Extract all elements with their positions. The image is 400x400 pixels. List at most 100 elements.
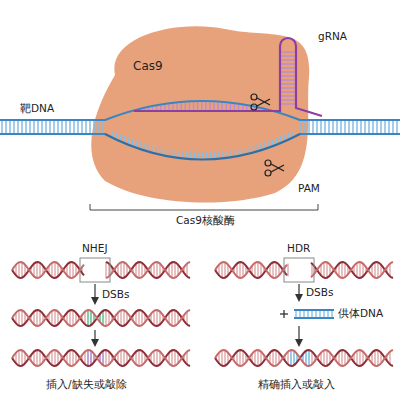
helix-rung [114,269,116,272]
helix-rung [42,354,44,362]
base-pair [61,120,63,134]
helix-rung [30,267,32,273]
helix-rung [54,310,56,326]
helix-rung [347,266,349,274]
helix-rung [236,264,238,277]
helix-rung [341,350,343,366]
helix-rung [156,262,158,278]
helix-rung [215,357,217,360]
helix-rung [27,269,29,272]
helix-rung [227,353,229,364]
helix-rung [81,355,83,361]
base-pair [340,120,342,134]
step-arrow [298,326,299,345]
helix-rung [368,357,370,360]
helix-rung [230,269,232,272]
helix-strand [215,262,393,278]
helix-rung [78,269,80,272]
complex-label: Cas9核酸酶 [176,214,235,227]
helix-rung [227,265,229,276]
helix-rung [21,262,23,277]
helix-rung [239,262,241,278]
helix-rung [156,350,158,366]
helix-rung [380,353,382,364]
helix-rung [168,313,170,324]
helix-rung [87,350,89,366]
helix-rung [275,262,277,277]
helix-strand [12,262,190,278]
helix-rung [153,263,155,277]
helix-rung [126,265,128,276]
helix-rung [284,267,286,273]
helix-rung [156,310,158,326]
helix-rung [168,265,170,276]
helix-rung [236,352,238,365]
helix-rung [123,262,125,277]
helix-rung [174,262,176,277]
helix-rung [141,263,143,277]
base-pair [65,120,67,134]
helix-rung [135,264,137,277]
helix-rung [141,351,143,365]
helix-rung [18,310,20,325]
base-pair [25,120,27,134]
base-pair [372,120,374,134]
base-pair [37,120,39,134]
helix-rung [69,310,71,325]
helix-rung [105,310,107,326]
helix-strand [215,350,393,366]
dna-strand [299,133,400,135]
helix-rung [63,317,65,320]
base-pair [29,120,31,134]
helix-rung [165,269,167,272]
helix-rung [263,355,265,361]
helix-rung [105,350,107,366]
base-pair [327,310,329,318]
base-pair [45,120,47,134]
base-pair [299,310,301,318]
helix-rung [51,263,53,277]
helix-rung [138,310,140,326]
break-box [80,258,110,282]
helix-rung [269,353,271,364]
base-pair [49,120,51,134]
helix-rung [287,264,289,277]
protein-name: Cas9 [133,59,163,73]
base-pair [9,120,11,134]
helix-rung [230,357,232,360]
helix-rung [183,267,185,273]
helix-rung [90,311,92,325]
helix-rung [344,351,346,365]
helix-rung [48,314,50,322]
helix-rung [272,262,274,277]
base-pair [324,120,326,134]
helix-rung [72,262,74,277]
helix-rung [153,311,155,325]
helix-rung [138,262,140,278]
helix-rung [120,262,122,277]
helix-rung [317,269,319,272]
base-pair [392,120,394,134]
helix-rung [215,269,217,272]
base-pair [356,120,358,134]
helix-rung [186,352,188,365]
helix-rung [233,355,235,361]
helix-rung [177,265,179,276]
helix-rung [72,350,74,365]
base-pair [388,120,390,134]
base-pair [308,120,310,134]
base-pair [69,120,71,134]
helix-rung [383,269,385,272]
helix-rung [368,269,370,272]
helix-rung [57,312,59,325]
helix-rung [129,269,131,272]
base-pair [17,120,19,134]
helix-rung [371,265,373,276]
plus-sign [280,313,288,314]
helix-rung [24,265,26,276]
helix-rung [245,266,247,274]
helix-rung [224,350,226,365]
helix-rung [99,354,101,362]
helix-rung [353,266,355,274]
